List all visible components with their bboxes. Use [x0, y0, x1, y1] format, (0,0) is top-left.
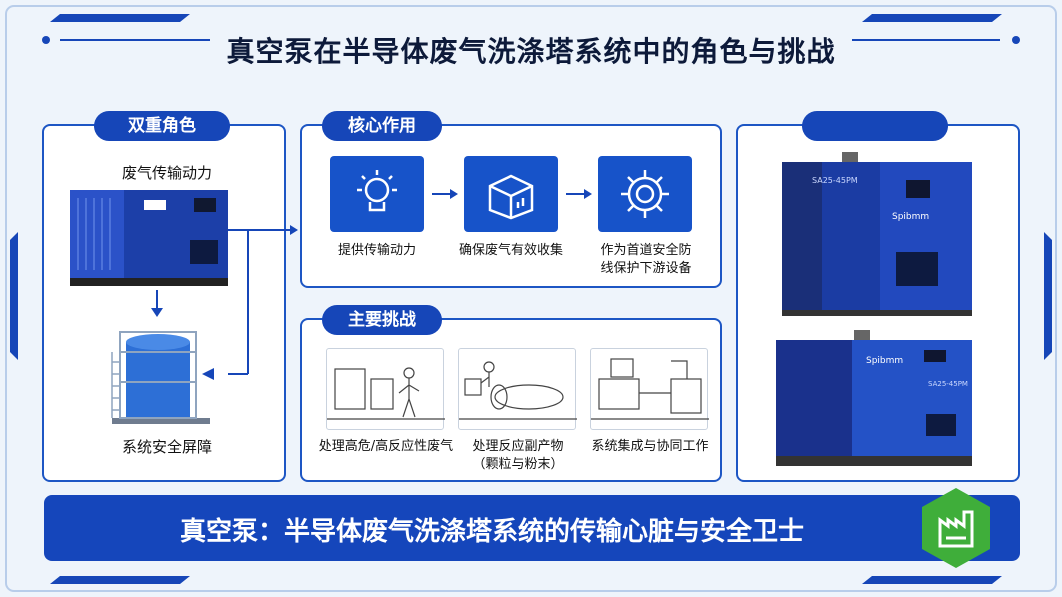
- dual-role-header: 双重角色: [94, 111, 230, 141]
- arrow-right-icon: [566, 189, 592, 199]
- challenges-header: 主要挑战: [322, 305, 442, 335]
- light-bulb-gear-icon: [357, 170, 397, 212]
- core-item-2-box: [464, 156, 558, 232]
- connector-arrows: [228, 225, 298, 375]
- product-panel-header: [802, 111, 948, 141]
- challenge-2-label-line1: 处理反应副产物: [472, 439, 564, 454]
- challenge-1-illustration: [326, 348, 445, 430]
- pump-product-bottom: [776, 330, 972, 466]
- pump-bottom-model: SA25-45PM: [928, 380, 968, 388]
- footer-text: 真空泵：半导体废气洗涤塔系统的传输心脏与安全卫士: [179, 517, 804, 547]
- arrow-down-icon: [151, 290, 163, 317]
- core-item-1-box: [330, 156, 424, 232]
- core-item-1-label: 提供传输动力: [337, 243, 416, 258]
- challenge-2-label-line2: （颗粒与粉末）: [472, 457, 564, 472]
- scrubber-tower-image: [111, 331, 210, 424]
- core-functions-header: 核心作用: [322, 111, 442, 141]
- challenge-3-label: 系统集成与协同工作: [591, 439, 709, 454]
- core-item-2-label: 确保废气有效收集: [458, 243, 563, 258]
- arrow-left-icon: [202, 368, 214, 380]
- core-item-3-label-line2: 线保护下游设备: [600, 261, 692, 276]
- safety-barrier-label: 系统安全屏障: [121, 438, 212, 456]
- gear-icon: [621, 170, 669, 218]
- page-title: 真空泵在半导体废气洗涤塔系统中的角色与挑战: [226, 35, 836, 68]
- core-item-3-label-line1: 作为首道安全防: [600, 243, 692, 258]
- challenge-2-illustration: [458, 348, 577, 430]
- vacuum-pump-image: [70, 190, 228, 286]
- challenge-3-illustration: [590, 348, 709, 430]
- pump-top-model: SA25-45PM: [812, 176, 858, 185]
- pump-top-brand: Spibmm: [892, 212, 930, 222]
- footer-banner: 真空泵：半导体废气洗涤塔系统的传输心脏与安全卫士: [44, 495, 1020, 561]
- machinery-sketch: [459, 361, 577, 420]
- box-chart-icon: [488, 174, 534, 220]
- core-item-3-box: [598, 156, 692, 232]
- system-integration-sketch: [591, 358, 709, 420]
- pump-product-top: [782, 152, 972, 316]
- transport-power-label: 废气传输动力: [121, 164, 212, 182]
- factory-icon: [922, 488, 990, 568]
- worker-hazard-sketch: [327, 367, 445, 420]
- arrow-right-icon: [432, 189, 458, 199]
- pump-bottom-brand: Spibmm: [866, 356, 904, 366]
- challenge-1-label: 处理高危/高反应性废气: [318, 439, 454, 454]
